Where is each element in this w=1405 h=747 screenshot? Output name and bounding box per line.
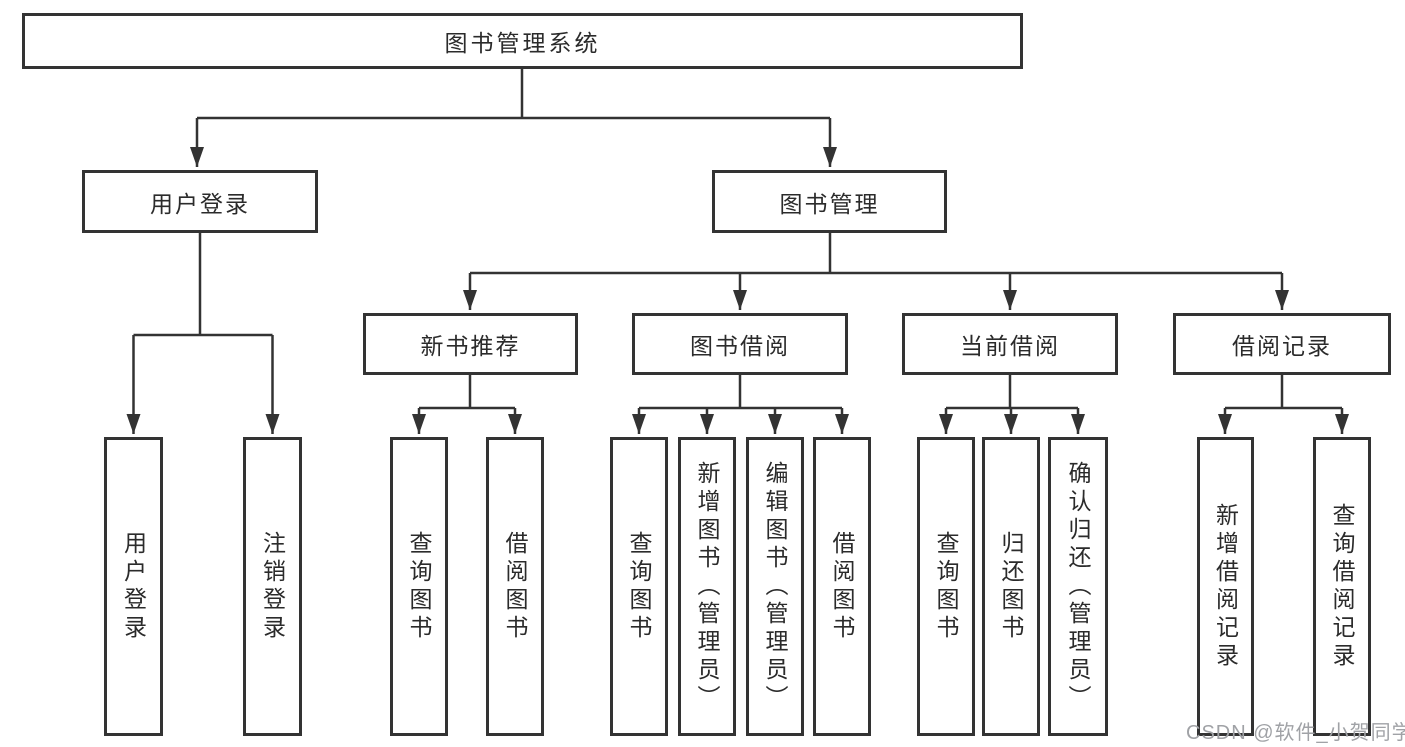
leaf-current-query-books-label: 查询图书 <box>933 530 959 643</box>
leaf-logout: 注销登录 <box>243 437 302 736</box>
node-root-label: 图书管理系统 <box>444 30 601 56</box>
node-book-management: 图书管理 <box>712 170 947 233</box>
leaf-user-login-label: 用户登录 <box>120 530 147 643</box>
node-root-system: 图书管理系统 <box>22 13 1023 69</box>
leaf-record-query-borrow-record-label: 查询借阅记录 <box>1329 502 1355 671</box>
node-new-book-recommend-label: 新书推荐 <box>420 333 521 359</box>
node-current-borrow-label: 当前借阅 <box>960 333 1060 359</box>
leaf-borrow-edit-books-admin-label: 编辑图书（管理员） <box>762 460 788 713</box>
leaf-borrow-add-books-admin: 新增图书（管理员） <box>678 437 736 736</box>
leaf-current-confirm-return-admin: 确认归还（管理员） <box>1048 437 1108 736</box>
leaf-borrow-borrow-books-label: 借阅图书 <box>829 530 855 643</box>
node-current-borrow: 当前借阅 <box>902 313 1118 375</box>
leaf-current-query-books: 查询图书 <box>917 437 975 736</box>
leaf-current-return-books-label: 归还图书 <box>998 530 1024 643</box>
leaf-borrow-edit-books-admin: 编辑图书（管理员） <box>746 437 804 736</box>
leaf-current-return-books: 归还图书 <box>982 437 1040 736</box>
node-new-book-recommend: 新书推荐 <box>363 313 578 375</box>
leaf-record-add-borrow-record: 新增借阅记录 <box>1197 437 1254 736</box>
leaf-borrow-borrow-books: 借阅图书 <box>813 437 871 736</box>
node-borrow-record: 借阅记录 <box>1173 313 1391 375</box>
leaf-newrec-query-books-label: 查询图书 <box>406 530 432 643</box>
leaf-borrow-query-books-label: 查询图书 <box>626 530 652 643</box>
node-borrow-record-label: 借阅记录 <box>1232 333 1332 359</box>
leaf-record-query-borrow-record: 查询借阅记录 <box>1313 437 1371 736</box>
leaf-user-login: 用户登录 <box>104 437 163 736</box>
node-book-management-label: 图书管理 <box>779 190 880 217</box>
node-user-login-label: 用户登录 <box>150 190 250 217</box>
node-user-login: 用户登录 <box>82 170 318 233</box>
leaf-newrec-query-books: 查询图书 <box>390 437 448 736</box>
leaf-newrec-borrow-books: 借阅图书 <box>486 437 544 736</box>
node-book-borrow-label: 图书借阅 <box>690 333 790 359</box>
leaf-borrow-query-books: 查询图书 <box>610 437 668 736</box>
leaf-borrow-add-books-admin-label: 新增图书（管理员） <box>694 460 720 713</box>
leaf-newrec-borrow-books-label: 借阅图书 <box>502 530 528 643</box>
leaf-record-add-borrow-record-label: 新增借阅记录 <box>1212 502 1239 671</box>
leaf-logout-label: 注销登录 <box>259 530 286 643</box>
node-book-borrow: 图书借阅 <box>632 313 848 375</box>
leaf-current-confirm-return-admin-label: 确认归还（管理员） <box>1065 460 1091 713</box>
watermark: CSDN @软件_小贺同学 <box>1186 722 1405 744</box>
